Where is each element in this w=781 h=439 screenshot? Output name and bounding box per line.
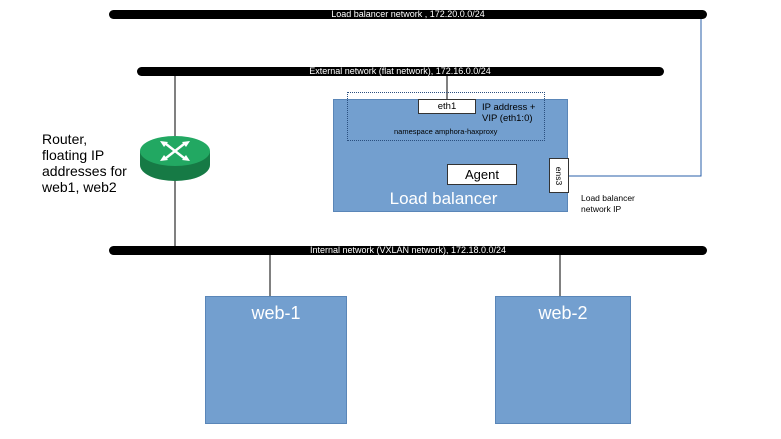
eth1-interface: eth1 [418,99,476,114]
eth1-label: eth1 [437,101,457,112]
lb-network-ip-description: Load balancer network IP [581,193,635,215]
namespace-region [347,92,545,141]
load-balancer-network-label: Load balancer network , 172.20.0.0/24 [331,9,485,19]
router-line-2: floating IP [42,147,105,163]
internal-network-bus [109,246,707,255]
router-line-3: addresses for [42,163,127,179]
web-2-box: web-2 [495,296,631,424]
load-balancer-box: Load balancer [333,99,568,212]
load-balancer-title: Load balancer [389,189,498,208]
router-icon [140,136,210,181]
web-1-box: web-1 [205,296,347,424]
web-2-title: web-2 [538,303,588,323]
vip-description: IP address + VIP (eth1:0) [482,102,535,124]
lb-network-ip-line-1: Load balancer [581,193,635,203]
external-network-bus [137,67,664,76]
internal-network-label: Internal network (VXLAN network), 172.18… [309,245,507,255]
ens3-interface: ens3 [549,158,569,193]
router-line-4: web1, web2 [42,179,117,195]
ens3-label: ens3 [554,166,564,185]
vip-line-1: IP address + [482,102,536,113]
external-network-label: External network (flat network), 172.16.… [309,66,491,76]
agent-box: Agent [447,164,517,185]
agent-label: Agent [465,167,499,182]
ens3-link-lb-network [569,19,702,177]
router-description: Router, floating IP addresses for web1, … [42,131,127,195]
vip-line-2: VIP (eth1:0) [482,113,533,124]
lb-network-ip-line-2: network IP [581,204,622,214]
load-balancer-network-bus [109,10,707,19]
router-line-1: Router, [42,131,88,147]
namespace-label: namespace amphora-haxproxy [394,127,498,136]
web-1-title: web-1 [251,303,301,323]
